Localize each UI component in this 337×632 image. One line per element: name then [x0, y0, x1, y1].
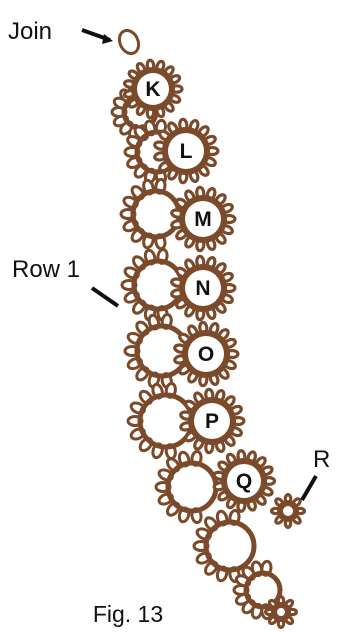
ring-label-k: K [145, 78, 160, 101]
callout-pointers [81, 28, 318, 502]
join-picot [117, 28, 141, 56]
ring-r [269, 492, 307, 529]
chain-tail [232, 559, 283, 621]
ring-o [173, 320, 240, 388]
ring-p [179, 387, 246, 455]
ring-centre [168, 133, 204, 169]
ring-centre [185, 270, 221, 306]
chain-q [154, 449, 219, 525]
chain-arc [203, 519, 257, 573]
row-1-pointer [90, 286, 120, 308]
ring-label-o: O [198, 343, 214, 366]
chain-arc [243, 570, 283, 610]
chain-arc [165, 460, 219, 514]
r-pointer [300, 474, 318, 502]
ring-label-p: P [205, 410, 219, 433]
ring-label-m: M [194, 208, 212, 231]
ring-centre [188, 336, 224, 372]
lace-motif [110, 28, 307, 629]
ring-centre [227, 464, 261, 498]
chain-bottom [192, 508, 257, 584]
chain-m [119, 177, 182, 251]
figure-caption: Fig. 13 [93, 601, 163, 627]
ring-q [212, 449, 277, 513]
join-label: Join [8, 18, 52, 45]
ring-l [153, 117, 220, 185]
ring-label-l: L [180, 140, 193, 163]
ring-label-q: Q [236, 470, 252, 493]
ring-m [170, 185, 237, 253]
ring-centre [277, 608, 285, 616]
ring-tail [263, 595, 299, 629]
ring-label-n: N [195, 277, 210, 300]
ring-centre [194, 403, 230, 439]
ring-centre [185, 201, 221, 237]
ring-centre [137, 73, 169, 105]
ring-centre [283, 506, 293, 516]
row-1-label: Row 1 [12, 256, 80, 283]
ring-k [122, 58, 184, 120]
chain-p [126, 381, 195, 461]
join-arrowhead [102, 34, 113, 44]
ring-n [170, 254, 237, 322]
chain-arc [137, 392, 195, 450]
r-label: R [313, 446, 330, 473]
